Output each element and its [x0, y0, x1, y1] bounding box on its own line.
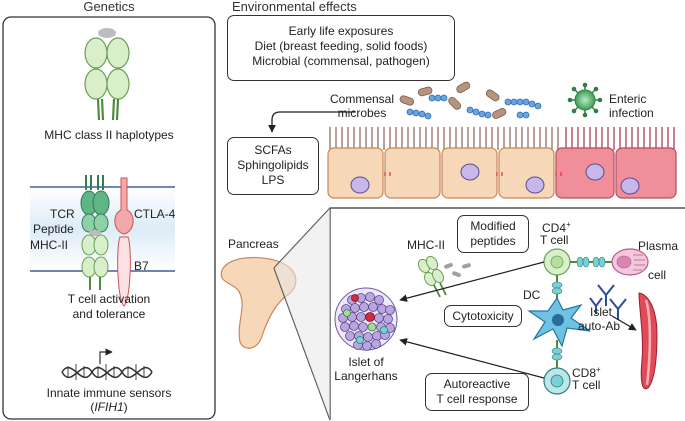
mhc-class-ii-icon: [84, 28, 130, 121]
autoreactive-line2: T cell response: [436, 392, 518, 406]
enteric-pathogen-icon: [567, 82, 603, 118]
mhc-ii-label: MHC-II: [30, 238, 68, 252]
microbe-to-metabolite-arrow: [268, 111, 355, 133]
innate-sensors-label: Innate immune sensors: [46, 386, 172, 400]
exposures-box: Early life exposures Diet (breast feedin…: [227, 15, 455, 81]
cd8-superscript: +: [596, 365, 601, 374]
cd4-superscript: +: [566, 220, 571, 229]
mhc-ii-peptide-icon: [417, 255, 471, 298]
dna-helix-icon: [61, 348, 153, 380]
modified-line2: peptides: [470, 234, 516, 248]
commensal-label-line1: Commensal: [329, 92, 395, 106]
cd8-label: CD8+: [572, 363, 601, 380]
cd4-to-islet-arrow: [399, 261, 545, 302]
islet-of-langerhans-icon: [334, 287, 398, 351]
exposure-item: Early life exposures: [288, 24, 394, 38]
dc-label: DC: [523, 288, 541, 302]
environment-header: Environmental effects: [232, 0, 357, 14]
cd4-name: CD4: [542, 221, 567, 235]
metabolite-item: Sphingolipids: [237, 158, 309, 172]
autoreactive-line1: Autoreactive: [443, 377, 511, 391]
cd4-t-cell-icon: [543, 248, 571, 276]
exposure-item: Diet (breast feeding, solid foods): [254, 39, 428, 53]
cd8-t-cell-icon: [543, 367, 571, 395]
cd8-tcell-label: T cell: [572, 378, 601, 392]
commensal-microbes-icon: [399, 81, 542, 120]
cd4-tcell-label: T cell: [540, 233, 569, 247]
islet-autoantibody-icon: [589, 284, 627, 320]
islet-ab-line2: auto-Ab: [578, 319, 621, 333]
enteric-label-line2: infection: [609, 106, 654, 120]
metabolites-box: SCFAs Sphingolipids LPS: [227, 137, 319, 195]
plasma-cell-icon: [611, 248, 649, 276]
mhc-ii-icon: [81, 234, 109, 290]
exposure-item: Microbial (commensal, pathogen): [252, 54, 430, 68]
activation-label-line1: T cell activation: [67, 292, 151, 306]
pancreas-label: Pancreas: [228, 237, 279, 251]
cd4-label: CD4+: [542, 218, 571, 235]
metabolite-item: SCFAs: [254, 143, 292, 157]
antibody-to-cell-arrow: [611, 315, 637, 331]
islet-target-cell-icon: [638, 292, 658, 390]
ifih1-gene-name: IFIH1: [94, 400, 124, 414]
mhc-ii-label-pancreas: MHC-II: [407, 238, 445, 252]
cd8-name: CD8: [572, 366, 597, 380]
genetics-header: Genetics: [83, 0, 135, 14]
peptide-label: Peptide: [33, 222, 74, 236]
islet-label-line1: Islet of: [348, 355, 384, 369]
commensal-label-line2: microbes: [337, 106, 387, 120]
modified-peptides-box: Modified peptides: [457, 215, 529, 253]
b7-label: B7: [134, 259, 149, 273]
plasma-label-line2: cell: [648, 268, 667, 282]
plasma-label-line1: Plasma: [638, 239, 679, 253]
enteric-label-line1: Enteric: [609, 92, 647, 106]
modified-line1: Modified: [470, 219, 516, 233]
cd8-to-islet-arrow: [399, 338, 545, 379]
tcr-icon: [80, 175, 110, 233]
gut-epithelium: [327, 127, 677, 199]
autoreactive-box: Autoreactive T cell response: [425, 373, 529, 411]
peptide-icon: [89, 230, 101, 236]
mhc-haplotypes-label: MHC class II haplotypes: [44, 128, 174, 142]
islet-ab-line1: Islet: [590, 305, 613, 319]
ctla4-label: CTLA-4: [134, 207, 176, 221]
activation-label-line2: and tolerance: [72, 307, 146, 321]
innate-gene-label: (IFIH1): [90, 400, 128, 414]
tcr-label: TCR: [50, 207, 75, 221]
metabolite-item: LPS: [261, 173, 285, 187]
islet-label-line2: Langerhans: [334, 369, 398, 383]
cytotoxicity-box: Cytotoxicity: [444, 305, 522, 327]
b7-icon: [117, 236, 131, 307]
ctla4-icon: [114, 177, 134, 235]
